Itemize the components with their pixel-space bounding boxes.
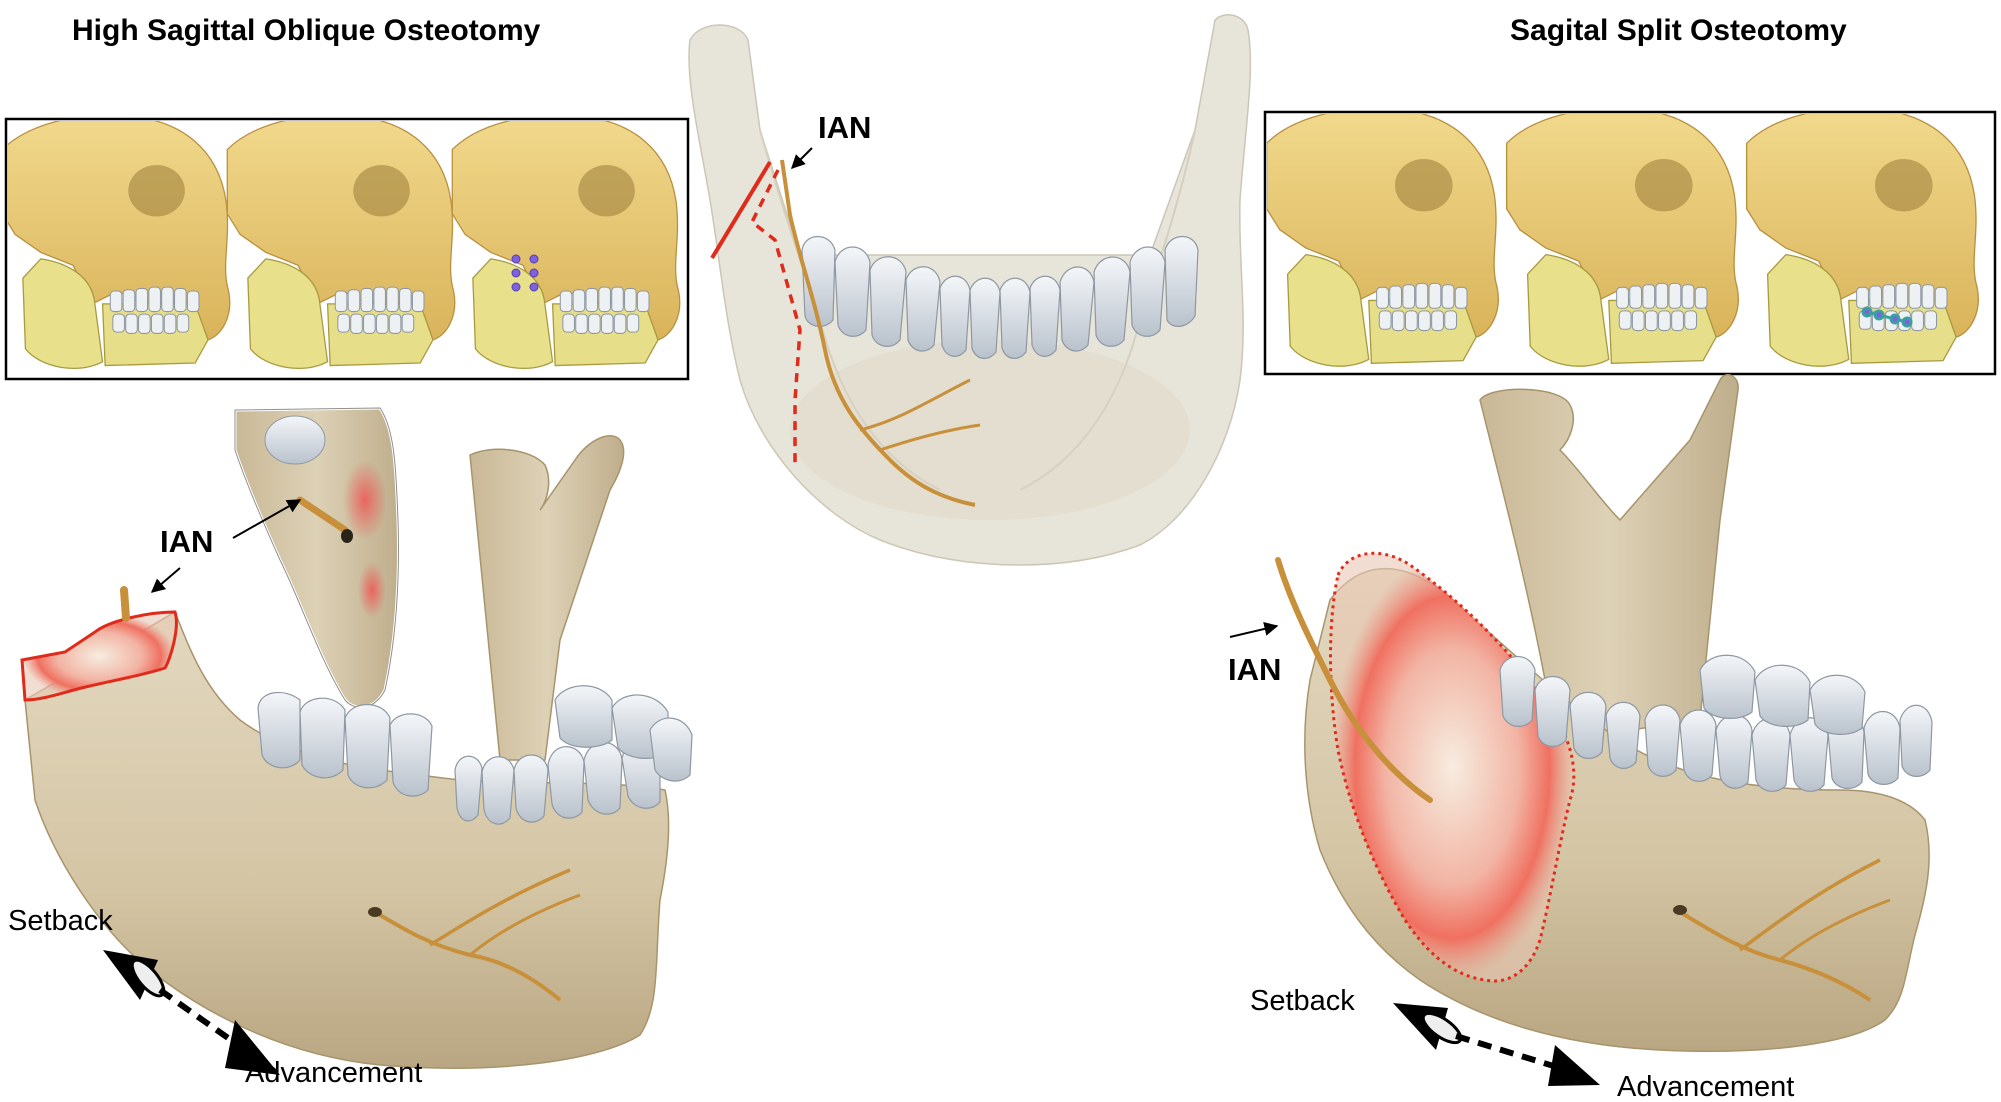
ramus-fragment-inset <box>233 406 400 709</box>
fixation-plate-icon <box>511 254 539 292</box>
skull-image <box>451 121 681 370</box>
arrow-icon <box>1229 622 1279 638</box>
ian-nerve-stub <box>120 586 130 622</box>
center-panel: IAN <box>688 14 1252 566</box>
right-setback-label: Setback <box>1250 985 1355 1017</box>
skull-image <box>1267 114 1500 367</box>
right-skull-inset <box>1263 110 1997 376</box>
left-panel: High Sagittal Oblique Osteotomy <box>4 14 693 1089</box>
lower-teeth <box>1499 654 1933 792</box>
cone-arrow-icon <box>1393 1003 1600 1086</box>
right-panel-title: Sagital Split Osteotomy <box>1510 14 1847 47</box>
left-skull-inset <box>4 117 690 381</box>
left-mandible <box>20 435 693 1069</box>
right-advancement-label: Advancement <box>1617 1071 1794 1102</box>
left-panel-title: High Sagittal Oblique Osteotomy <box>72 14 541 47</box>
arrow-icon <box>791 147 813 169</box>
lower-teeth <box>257 685 693 825</box>
left-ian-label: IAN <box>160 524 213 559</box>
arrow-icon <box>232 499 302 539</box>
right-mandible <box>1275 374 1933 1052</box>
fixation-plate-icon <box>1861 306 1913 328</box>
cone-arrow-icon <box>103 950 280 1075</box>
osteotomy-cut-solid <box>710 160 772 260</box>
ian-nerve <box>1275 557 1433 803</box>
right-panel: Sagital Split Osteotomy <box>1228 14 1997 1102</box>
left-setback-label: Setback <box>8 905 113 937</box>
skull-image <box>1745 114 1980 367</box>
frontal-teeth <box>801 235 1199 359</box>
arrow-icon <box>150 567 181 593</box>
center-ian-label: IAN <box>818 110 871 145</box>
skull-image <box>226 121 456 370</box>
skull-image <box>1505 114 1740 367</box>
osteotomy-cut-dashed <box>749 169 802 465</box>
right-ian-label: IAN <box>1228 652 1281 687</box>
skull-image <box>8 121 231 370</box>
center-ian-nerve <box>780 159 976 507</box>
